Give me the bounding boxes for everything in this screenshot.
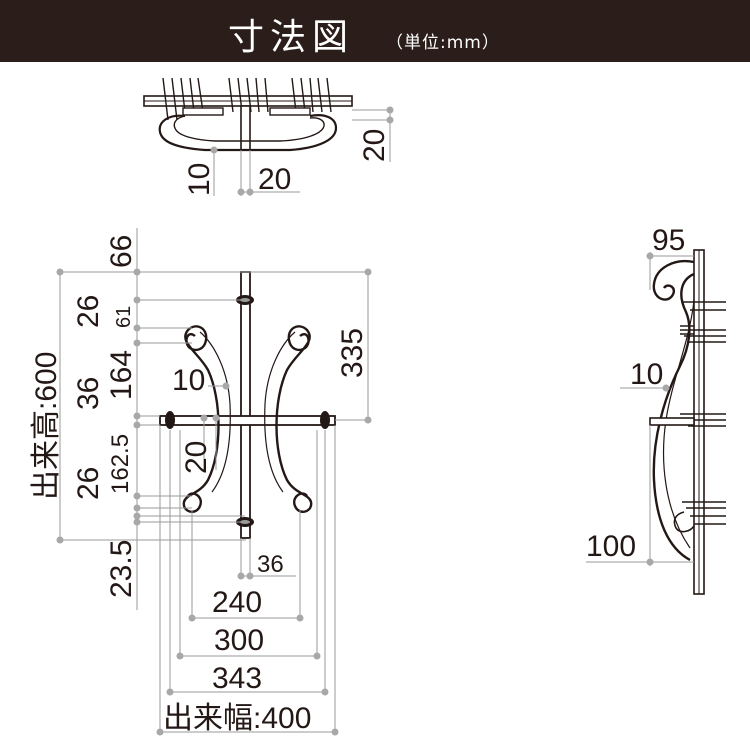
front-view-height-label: 出来高:600 [30, 352, 63, 500]
front-view-dimension-points [56, 268, 372, 736]
side-view: 95 10 100 [586, 224, 726, 595]
front-view-dim-66: 66 [105, 235, 138, 268]
side-view-dim-10: 10 [630, 358, 663, 391]
side-view-dim-100: 100 [586, 530, 636, 563]
front-view-dim-26-top: 26 [72, 295, 105, 328]
side-view-main-curve [652, 272, 695, 562]
front-view-dim-26-bottom: 26 [72, 467, 105, 500]
front-view-dimension-lines [59, 228, 369, 734]
dimension-drawing: 10 20 20 [30, 77, 726, 736]
front-view: 66 26 61 164 36 162.5 26 23.5 出来高:600 33… [30, 228, 372, 736]
front-view-dim-23-5: 23.5 [105, 540, 138, 598]
front-view-dim-300: 300 [214, 624, 264, 657]
side-view-top-scroll [652, 259, 695, 301]
top-view-screws [162, 77, 332, 121]
top-view-dim-20-width: 20 [258, 163, 291, 196]
front-view-right-scroll [275, 325, 313, 513]
top-view-dim-20-offset: 20 [358, 129, 391, 162]
front-view-dim-36-bottom: 36 [257, 551, 284, 578]
top-view-plate-right [269, 107, 311, 116]
top-view-plate-left [182, 107, 224, 116]
front-view-horizontal-bar [159, 415, 336, 426]
front-view-dim-61: 61 [113, 306, 135, 328]
front-view-dim-240: 240 [212, 586, 262, 619]
front-view-dim-20: 20 [180, 441, 213, 474]
front-view-left-scroll [182, 325, 220, 513]
header-bar: 寸法図 （単位:mm） [0, 0, 750, 62]
front-view-dim-162-5: 162.5 [107, 434, 134, 494]
front-view-vertical-post [240, 271, 251, 539]
top-view-dim-10: 10 [183, 163, 216, 196]
side-view-dimension-lines [586, 252, 694, 566]
top-view: 10 20 20 [143, 77, 394, 196]
top-view-center-post [240, 105, 251, 151]
front-view-dim-10: 10 [172, 364, 205, 397]
front-view-dim-343: 343 [212, 662, 262, 695]
page-title: 寸法図 [228, 17, 355, 58]
top-view-dimension-lines [210, 106, 394, 196]
side-view-dim-95: 95 [652, 224, 685, 257]
front-view-dim-164: 164 [105, 350, 138, 400]
top-view-curved-arm [158, 114, 338, 152]
side-view-horizontal-arm [649, 417, 695, 426]
front-view-width-label: 出来幅:400 [163, 702, 311, 735]
unit-note: （単位:mm） [386, 33, 500, 53]
front-view-dim-36-left: 36 [72, 377, 105, 410]
front-view-dim-335: 335 [336, 328, 369, 378]
